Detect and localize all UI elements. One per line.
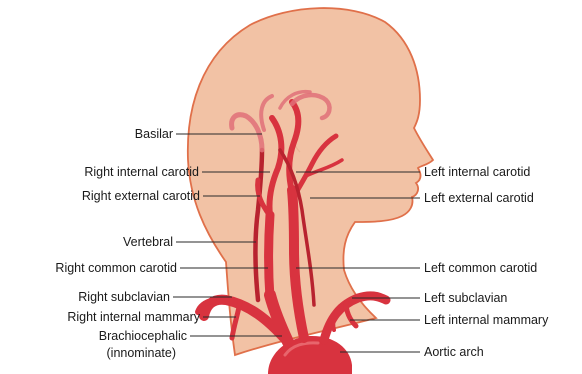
label-innominate: (innominate) <box>107 346 176 360</box>
label-left-internal-carotid: Left internal carotid <box>424 165 530 179</box>
right-common-carotid-artery <box>269 215 271 298</box>
label-right-external-carotid: Right external carotid <box>82 189 200 203</box>
label-vertebral: Vertebral <box>123 235 173 249</box>
label-right-internal-mammary: Right internal mammary <box>67 310 200 324</box>
label-left-internal-mammary: Left internal mammary <box>424 313 549 327</box>
label-aortic-arch: Aortic arch <box>424 345 484 359</box>
label-left-subclavian: Left subclavian <box>424 291 507 305</box>
label-right-subclavian: Right subclavian <box>78 290 170 304</box>
label-right-common-carotid: Right common carotid <box>55 261 177 275</box>
label-brachiocephalic: Brachiocephalic <box>99 329 187 343</box>
label-left-common-carotid: Left common carotid <box>424 261 537 275</box>
label-right-internal-carotid: Right internal carotid <box>84 165 199 179</box>
label-left-external-carotid: Left external carotid <box>424 191 534 205</box>
label-basilar: Basilar <box>135 127 173 141</box>
